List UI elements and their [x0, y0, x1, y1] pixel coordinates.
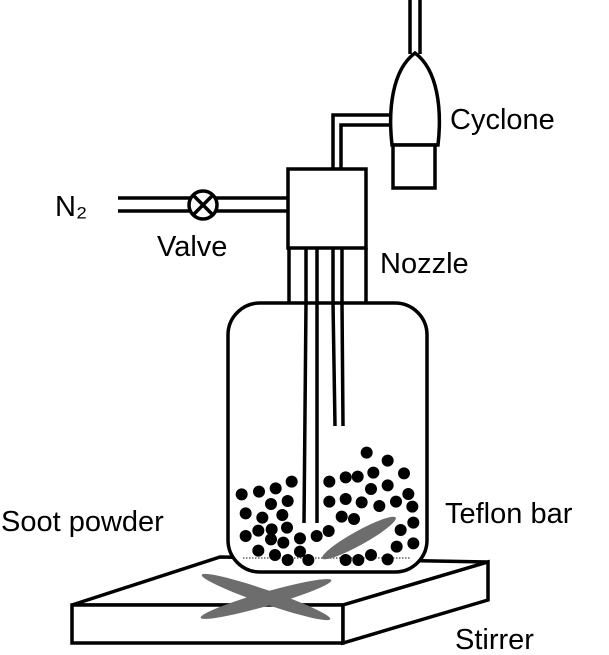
soot-particle: [398, 467, 410, 480]
nozzle-tubes: [302, 248, 345, 524]
soot-particle: [281, 495, 294, 507]
soot-particle: [276, 509, 289, 521]
soot-particle: [351, 470, 364, 483]
soot-particle: [381, 454, 394, 467]
soot-powder-particles: [235, 446, 420, 566]
soot-particle: [322, 525, 335, 537]
soot-particle: [239, 530, 252, 542]
valve-icon: [187, 189, 219, 221]
soot-particle: [285, 475, 298, 488]
soot-particle: [335, 510, 348, 523]
soot-powder-label: Soot powder: [1, 506, 164, 538]
soot-particle: [381, 479, 394, 492]
soot-particle: [367, 466, 380, 479]
soot-particle: [256, 511, 269, 524]
n2-label: N₂: [55, 191, 88, 223]
soot-particle: [352, 554, 365, 566]
soot-particle: [323, 495, 336, 508]
nozzle-box: [286, 167, 368, 250]
soot-particle: [239, 507, 252, 520]
soot-particle: [269, 482, 282, 495]
soot-particle: [310, 530, 323, 542]
cyclone-pipe: [331, 113, 392, 169]
soot-particle: [302, 554, 315, 566]
soot-particle: [365, 483, 377, 495]
soot-particle: [407, 516, 420, 529]
soot-particle: [355, 496, 368, 509]
soot-particle: [294, 545, 306, 558]
soot-particle: [281, 554, 294, 566]
soot-particle: [360, 446, 373, 459]
soot-particle: [381, 553, 394, 566]
soot-particle: [265, 533, 277, 546]
soot-particle: [235, 488, 248, 501]
teflon-bar: [322, 516, 396, 560]
soot-particle: [252, 524, 265, 537]
cyclone: [388, 0, 442, 190]
soot-particle: [406, 500, 419, 513]
soot-particle: [402, 488, 415, 500]
soot-particle: [323, 475, 336, 488]
soot-particle: [253, 485, 265, 498]
soot-particle: [281, 521, 293, 534]
soot-particle: [390, 540, 403, 553]
nozzle-label: Nozzle: [380, 248, 469, 280]
soot-particle: [269, 549, 281, 561]
soot-particle: [407, 537, 420, 550]
soot-particle: [265, 523, 278, 536]
stirrer-magnet: [200, 573, 332, 621]
soot-particle: [252, 544, 265, 557]
cyclone-label: Cyclone: [450, 104, 555, 136]
stirrer-label: Stirrer: [455, 624, 534, 655]
teflon-bar-label: Teflon bar: [445, 498, 573, 530]
soot-particle: [373, 500, 386, 512]
soot-particle: [339, 493, 352, 505]
valve-label: Valve: [157, 231, 228, 263]
soot-particle: [394, 524, 407, 536]
soot-particle: [390, 495, 402, 508]
soot-particle: [339, 471, 352, 484]
soot-particle: [339, 554, 352, 566]
soot-particle: [265, 498, 277, 510]
soot-particle: [277, 536, 290, 549]
soot-particle: [294, 532, 306, 545]
soot-particle: [365, 549, 377, 561]
soot-particle: [348, 513, 360, 525]
